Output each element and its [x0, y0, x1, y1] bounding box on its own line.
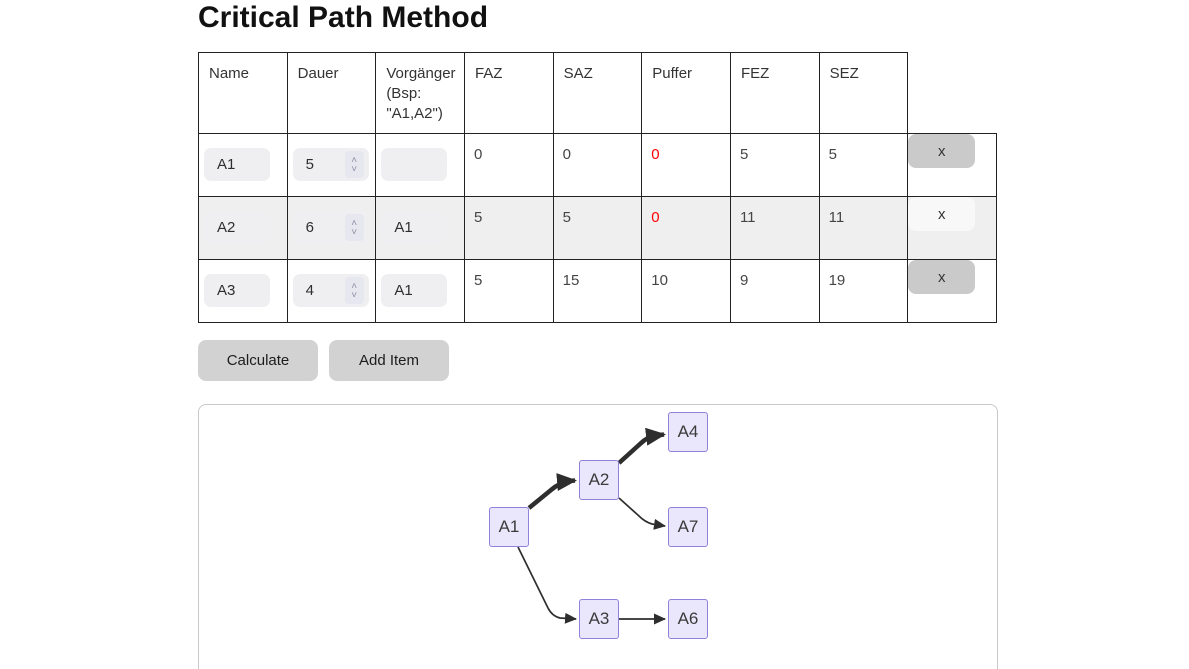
cpm-graph-panel: A1 A2 A3 A4 A7 A6: [198, 404, 998, 669]
table-row: ˄ ˅ 5 15 10 9 19 x: [198, 259, 997, 323]
action-bar: Calculate Add Item: [198, 340, 998, 381]
cell-dauer: ˄ ˅: [286, 259, 377, 323]
graph-node-A3: A3: [579, 599, 619, 639]
cell-saz: 15: [552, 259, 643, 323]
delete-row-button[interactable]: x: [908, 134, 976, 168]
col-header-faz: FAZ: [463, 52, 554, 134]
cell-fez: 9: [729, 259, 820, 323]
cell-name: [198, 133, 288, 197]
graph-node-A2: A2: [579, 460, 619, 500]
graph-node-A4: A4: [668, 412, 708, 452]
graph-node-A6: A6: [668, 599, 708, 639]
table-row: ˄ ˅ 0 0 0 5 5 x: [198, 133, 997, 197]
cell-sez: 11: [818, 196, 909, 260]
name-input[interactable]: [204, 211, 270, 244]
calculate-button[interactable]: Calculate: [198, 340, 318, 381]
vorgaenger-input[interactable]: [381, 274, 448, 307]
spinner-down-icon[interactable]: ˅: [351, 163, 358, 175]
spinner-up-icon[interactable]: ˄: [351, 154, 358, 166]
cell-dauer: ˄ ˅: [286, 133, 377, 197]
cell-sez: 19: [818, 259, 909, 323]
cell-delete: x: [907, 196, 997, 260]
col-header-name: Name: [198, 52, 288, 134]
page-title: Critical Path Method: [198, 1, 489, 34]
number-stepper[interactable]: ˄ ˅: [344, 277, 364, 304]
col-header-dauer: Dauer: [286, 52, 377, 134]
cell-faz: 5: [463, 196, 554, 260]
cell-saz: 5: [552, 196, 643, 260]
edge-A1-A2-critical: [527, 473, 577, 510]
main-content: Critical Path Method Name Dauer Vorgänge…: [198, 0, 998, 669]
cell-faz: 0: [463, 133, 554, 197]
col-header-actions: [907, 52, 997, 134]
number-stepper[interactable]: ˄ ˅: [344, 214, 364, 241]
table-row: ˄ ˅ 5 5 0 11 11 x: [198, 196, 997, 260]
cell-puffer: 10: [641, 259, 731, 323]
cpm-table: Name Dauer Vorgänger (Bsp: "A1,A2") FAZ …: [198, 52, 997, 323]
cell-delete: x: [907, 133, 997, 197]
cell-name: [198, 259, 288, 323]
cell-delete: x: [907, 259, 997, 323]
cell-sez: 5: [818, 133, 909, 197]
col-header-sez: SEZ: [818, 52, 909, 134]
col-header-fez: FEZ: [729, 52, 820, 134]
cell-saz: 0: [552, 133, 643, 197]
cell-dauer: ˄ ˅: [286, 196, 377, 260]
cell-vorgaenger: [375, 133, 465, 197]
spinner-down-icon[interactable]: ˅: [351, 289, 358, 301]
add-item-button[interactable]: Add Item: [329, 340, 449, 381]
cell-puffer: 0: [641, 196, 731, 260]
name-input[interactable]: [204, 148, 270, 181]
cell-vorgaenger: [375, 259, 465, 323]
col-header-vorgaenger: Vorgänger (Bsp: "A1,A2"): [375, 52, 465, 134]
graph-node-A7: A7: [668, 507, 708, 547]
edge-A2-A4-critical: [617, 427, 666, 465]
cell-puffer: 0: [641, 133, 731, 197]
cell-vorgaenger: [375, 196, 465, 260]
graph-node-A1: A1: [489, 507, 529, 547]
vorgaenger-input[interactable]: [381, 148, 448, 181]
cell-fez: 11: [729, 196, 820, 260]
edge-A1-A3: [517, 546, 577, 624]
delete-row-button[interactable]: x: [908, 260, 976, 294]
table-header-row: Name Dauer Vorgänger (Bsp: "A1,A2") FAZ …: [198, 52, 997, 134]
cell-name: [198, 196, 288, 260]
vorgaenger-input[interactable]: [381, 211, 448, 244]
spinner-up-icon[interactable]: ˄: [351, 280, 358, 292]
col-header-saz: SAZ: [552, 52, 643, 134]
cell-fez: 5: [729, 133, 820, 197]
number-stepper[interactable]: ˄ ˅: [344, 151, 364, 178]
spinner-up-icon[interactable]: ˄: [351, 217, 358, 229]
delete-row-button[interactable]: x: [908, 197, 976, 231]
cell-faz: 5: [463, 259, 554, 323]
graph-edges: [517, 427, 666, 625]
edge-A2-A7: [618, 497, 666, 530]
name-input[interactable]: [204, 274, 270, 307]
col-header-puffer: Puffer: [641, 52, 731, 134]
spinner-down-icon[interactable]: ˅: [351, 226, 358, 238]
